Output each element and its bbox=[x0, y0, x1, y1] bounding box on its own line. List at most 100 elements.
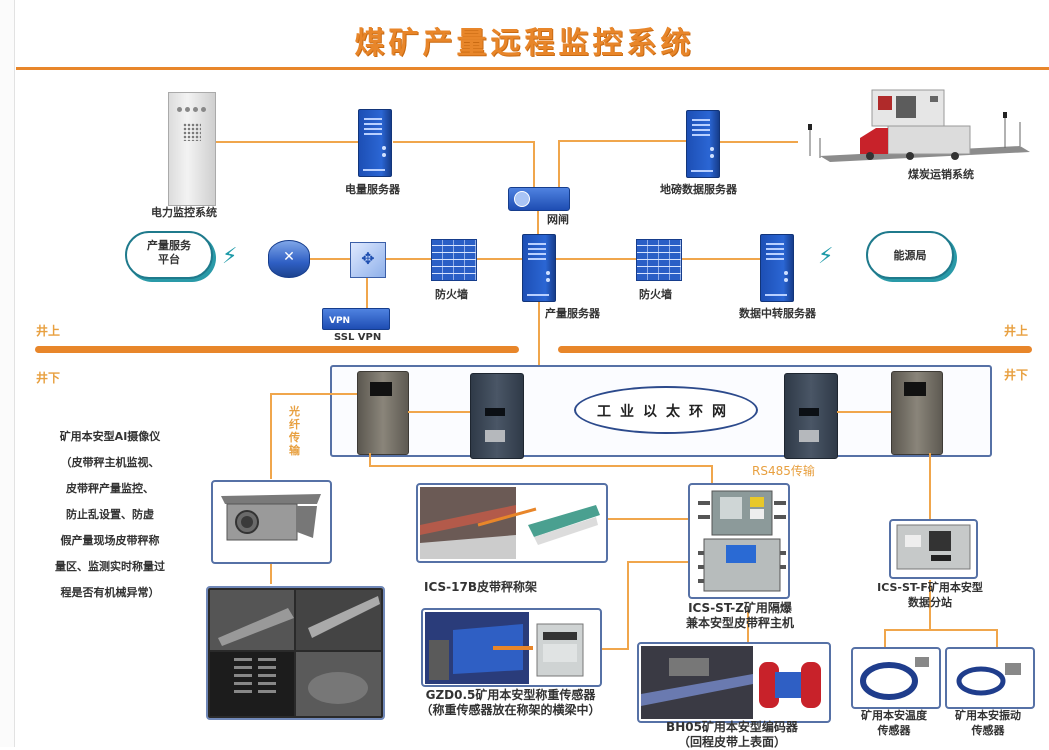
zone-label-below-right: 井下 bbox=[1004, 368, 1029, 382]
load-cell-line-1: GZD0.5矿用本安型称重传感器 bbox=[425, 688, 596, 702]
link-main-to-loadcell-horizontal bbox=[627, 561, 689, 563]
link-rs485-down-left bbox=[369, 453, 371, 465]
energy-bureau-cloud-icon: 能源局 bbox=[866, 231, 954, 279]
link-main-to-encoder bbox=[747, 610, 749, 650]
link-loadcell-stub bbox=[598, 648, 629, 650]
ai-camera-desc-line-2: （皮带秤主机监视、 bbox=[60, 456, 160, 469]
link-main-to-loadcell-vertical bbox=[627, 561, 629, 649]
camera-feed-grid-icon bbox=[208, 588, 383, 718]
zone-label-above-right: 井上 bbox=[1004, 324, 1029, 338]
label-production-platform: 产量服务平台 bbox=[147, 239, 191, 266]
label-vibration-sensor: 矿用本安振动 传感器 bbox=[935, 708, 1041, 738]
ring-switch-left-outer-icon bbox=[357, 371, 409, 455]
label-data-relay-server: 数据中转服务器 bbox=[739, 307, 816, 320]
belt-scale-main-unit-frame bbox=[688, 483, 790, 599]
power-monitoring-cabinet-icon bbox=[168, 92, 216, 206]
zone-label-above-left: 井上 bbox=[36, 324, 61, 338]
link-sensor-branch-horizontal bbox=[884, 629, 998, 631]
firewall-right-icon bbox=[636, 239, 682, 281]
substation-line-1: ICS-ST-F矿用本安型 bbox=[877, 581, 983, 594]
label-weigh-frame: ICS-17B皮带秤称架 bbox=[424, 580, 537, 594]
label-main-unit: ICS-ST-Z矿用隔爆 兼本安型皮带秤主机 bbox=[665, 601, 815, 631]
link-weighbridge-to-transport bbox=[718, 141, 798, 143]
label-power-monitoring: 电力监控系统 bbox=[151, 206, 217, 219]
link-rs485-horizontal bbox=[369, 465, 712, 467]
title-divider bbox=[16, 67, 1049, 70]
link-power-vertical bbox=[533, 141, 535, 196]
link-main-horizontal-left bbox=[310, 258, 526, 260]
label-industrial-ethernet-ring: 工业以太环网 bbox=[597, 404, 735, 420]
encoder-icon bbox=[641, 646, 821, 719]
weighbridge-server-icon bbox=[686, 110, 720, 178]
substation-line-2: 数据分站 bbox=[908, 596, 952, 609]
page-left-edge bbox=[0, 0, 15, 747]
label-firewall-left: 防火墙 bbox=[435, 288, 468, 301]
vibration-sensor-frame bbox=[945, 647, 1035, 709]
link-substation-up bbox=[929, 453, 931, 519]
production-server-icon bbox=[522, 234, 556, 302]
label-coal-transport: 煤炭运销系统 bbox=[908, 168, 974, 181]
link-substation-down bbox=[929, 580, 931, 630]
belt-scale-main-unit-icon bbox=[698, 490, 786, 592]
vibration-sensor-line-2: 传感器 bbox=[971, 724, 1005, 737]
label-temperature-sensor: 矿用本安温度 传感器 bbox=[841, 708, 947, 738]
ssl-vpn-icon: VPN bbox=[322, 308, 390, 330]
zone-label-below-left: 井下 bbox=[36, 371, 61, 385]
link-camera-to-monitor bbox=[270, 562, 272, 584]
ai-camera-desc-line-5: 假产量现场皮带秤称 bbox=[60, 534, 160, 547]
link-sensor-branch-left bbox=[884, 629, 886, 647]
production-platform-cloud-icon: 产量服务平台 bbox=[125, 231, 213, 279]
gateway-icon bbox=[508, 187, 570, 211]
vibration-sensor-icon bbox=[956, 663, 1021, 696]
ai-camera-desc-line-4: 防止乱设置、防虚 bbox=[66, 508, 154, 521]
link-rs485-to-main-unit bbox=[711, 465, 713, 483]
ai-camera-desc-line-7: 程是否有机械异常） bbox=[60, 586, 160, 599]
load-cell-icon bbox=[425, 612, 584, 684]
link-production-server-down bbox=[538, 300, 540, 366]
ring-switch-right-inner-icon bbox=[784, 373, 838, 459]
link-gateway-vertical-right bbox=[558, 140, 560, 196]
link-ring-left-pair bbox=[408, 411, 470, 413]
link-fiber-top-horizontal bbox=[270, 393, 357, 395]
label-gateway: 网闸 bbox=[547, 213, 569, 226]
link-power-cabinet-to-power-server bbox=[214, 141, 360, 143]
data-substation-frame bbox=[889, 519, 978, 579]
weigh-frame-icon bbox=[420, 487, 600, 559]
ai-camera-icon bbox=[221, 494, 321, 541]
encoder-line-2: （回程皮带上表面） bbox=[677, 735, 786, 749]
ai-camera-description: 矿用本安型AI摄像仪 （皮带秤主机监视、 皮带秤产量监控、 防止乱设置、防虚 假… bbox=[40, 424, 180, 606]
main-unit-line-1: ICS-ST-Z矿用隔爆 bbox=[688, 601, 792, 615]
vibration-sensor-line-1: 矿用本安振动 bbox=[955, 709, 1021, 722]
label-energy-bureau: 能源局 bbox=[893, 249, 927, 262]
wireless-link-right-icon: ⚡ bbox=[818, 244, 834, 269]
temperature-sensor-frame bbox=[851, 647, 941, 709]
label-encoder: BH05矿用本安型编码器 （回程皮带上表面） bbox=[637, 720, 827, 750]
surface-boundary-left bbox=[35, 346, 519, 353]
data-substation-icon bbox=[896, 524, 971, 570]
surface-boundary-right bbox=[558, 346, 1032, 353]
link-weigh-frame-to-main bbox=[604, 518, 688, 520]
firewall-left-icon bbox=[431, 239, 477, 281]
label-fiber-transmission: 光纤传输 bbox=[289, 405, 300, 457]
label-weighbridge-server: 地磅数据服务器 bbox=[660, 183, 737, 196]
ai-camera-desc-line-6: 量区、监测实时称量过 bbox=[55, 560, 165, 573]
temperature-sensor-line-2: 传感器 bbox=[877, 724, 911, 737]
power-server-icon bbox=[358, 109, 392, 177]
label-ssl-vpn: SSL VPN bbox=[334, 332, 382, 343]
temperature-sensor-line-1: 矿用本安温度 bbox=[861, 709, 927, 722]
diagram-title: 煤矿产量远程监控系统 bbox=[354, 26, 695, 61]
link-sensor-branch-right bbox=[996, 629, 998, 647]
switch-icon: ✥ bbox=[350, 242, 386, 278]
data-relay-server-icon bbox=[760, 234, 794, 302]
ring-switch-right-outer-icon bbox=[891, 371, 943, 455]
encoder-photo-frame bbox=[637, 642, 831, 723]
wireless-link-left-icon: ⚡ bbox=[222, 244, 238, 269]
link-power-server-to-gateway bbox=[393, 141, 534, 143]
link-fiber-vertical bbox=[270, 393, 272, 479]
load-cell-photo-frame bbox=[421, 608, 602, 687]
label-rs485: RS485传输 bbox=[752, 464, 815, 478]
ring-switch-left-inner-icon bbox=[470, 373, 524, 459]
link-gateway-to-weighbridge bbox=[559, 140, 686, 142]
label-power-server: 电量服务器 bbox=[345, 183, 400, 196]
load-cell-line-2: （称重传感器放在称架的横梁中） bbox=[420, 703, 601, 717]
